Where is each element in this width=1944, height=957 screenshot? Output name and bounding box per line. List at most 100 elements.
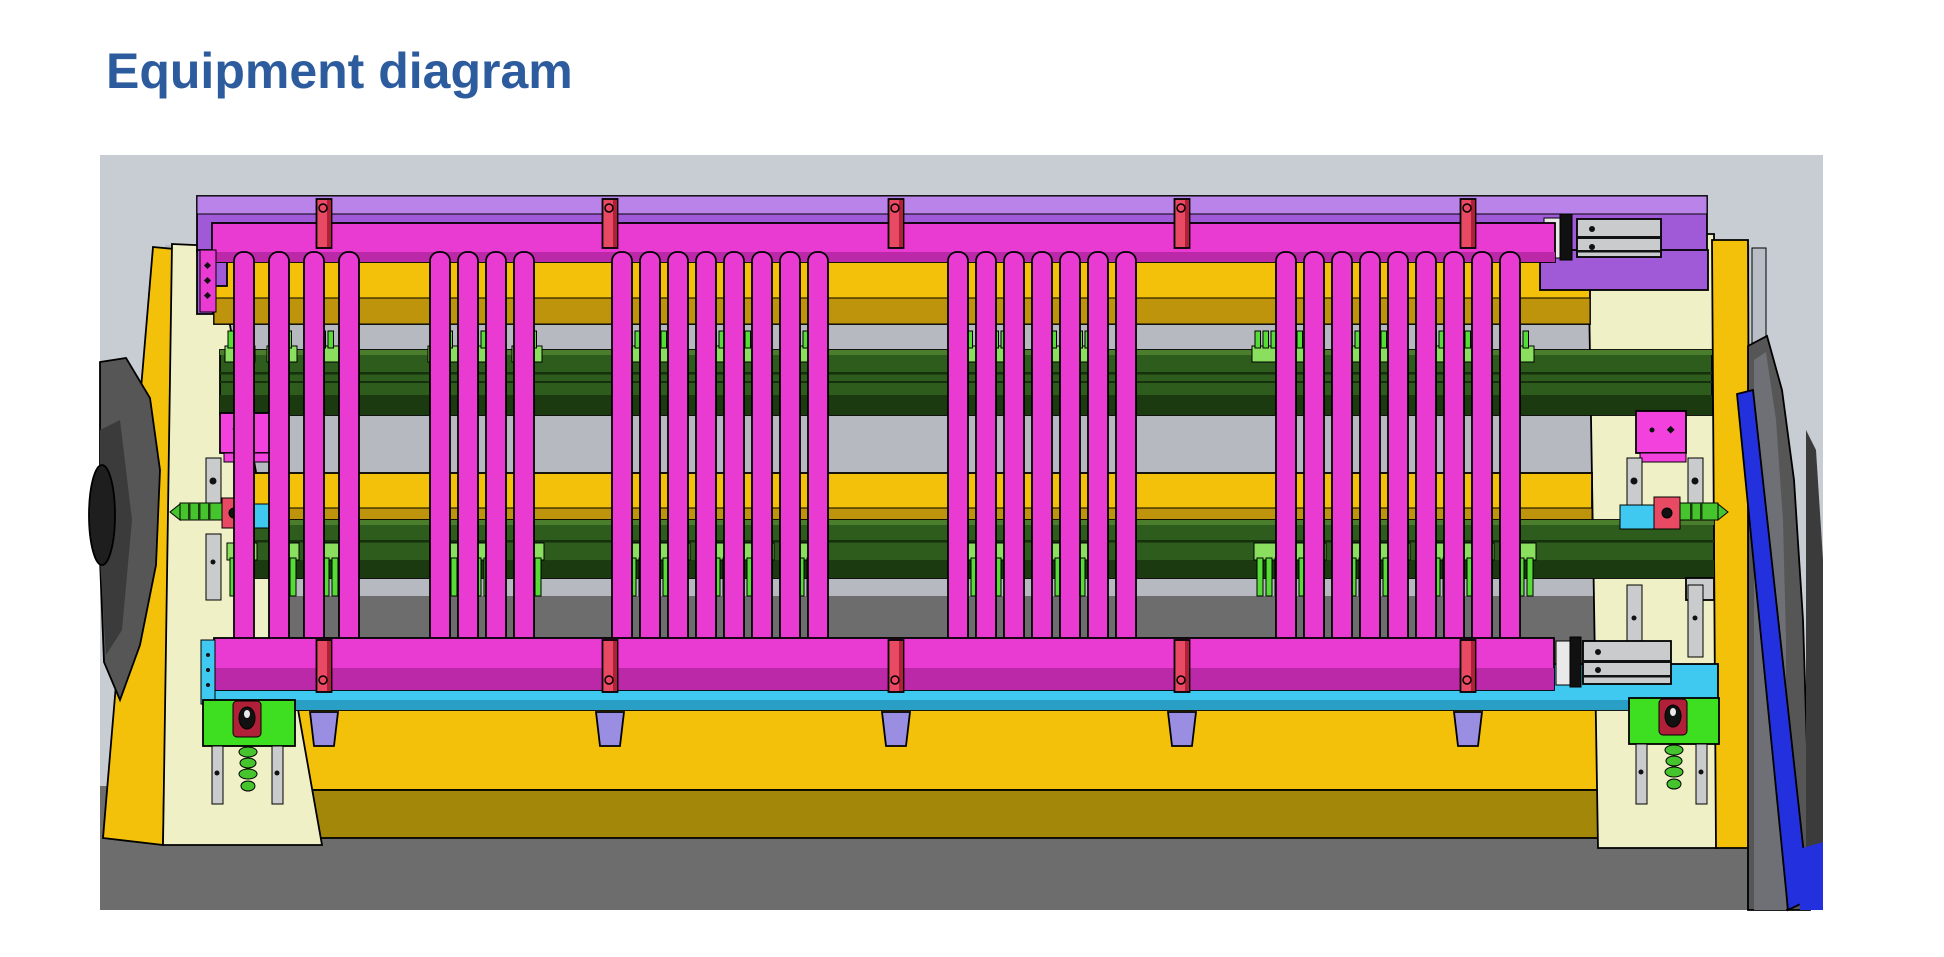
right-drive-post (1751, 247, 1767, 345)
pink-rod (457, 251, 479, 649)
left-guide-post-hole (210, 559, 216, 565)
upper-comb-tooth (227, 330, 234, 349)
top-purple-rail-top-face (196, 195, 1708, 215)
bottom-clamp-hole (604, 675, 614, 685)
top-cylinder-screw (1589, 226, 1595, 232)
pink-rod (1087, 251, 1109, 649)
right-leveler-clamp-pin (1670, 708, 1676, 716)
pink-rod (611, 251, 633, 649)
post-hole (1698, 769, 1704, 775)
bottom-pink-rail-lower-face (214, 668, 1554, 690)
top-clamp-hole (1176, 203, 1186, 213)
end-plate-hole (206, 668, 210, 672)
upper-comb-tooth (1262, 330, 1269, 349)
upper-comb-tooth (744, 330, 751, 349)
top-cylinder-screw (1589, 244, 1595, 250)
top-clamp-tab-shade (1471, 200, 1475, 247)
right-leveler-screw (1664, 766, 1684, 778)
right-cyan-pad (1619, 504, 1655, 530)
pink-rod (485, 251, 507, 649)
right-adjust-screw-tip (1717, 502, 1729, 522)
left-handwheel-hub (88, 464, 116, 566)
top-clamp-hole (318, 203, 328, 213)
screw-thread (1690, 503, 1693, 520)
bottom-clamp-tab-shade (1185, 641, 1189, 691)
right-guide-post-lower (1687, 584, 1704, 658)
pink-rod (1115, 251, 1137, 649)
pink-rod (1059, 251, 1081, 649)
right-leveler-screw (1665, 755, 1683, 767)
bottom-cyan-rail-lower-face (214, 700, 1718, 710)
screw-thread (188, 503, 191, 520)
pink-rod (667, 251, 689, 649)
lower-comb-tooth (331, 557, 339, 597)
pink-rod (1003, 251, 1025, 649)
pink-rod (268, 251, 290, 649)
end-plate-hole (203, 291, 212, 300)
blue-side-base (1796, 842, 1823, 910)
screw-thread (208, 503, 211, 520)
bottom-cylinder-end-block (1569, 636, 1582, 688)
base-beam-lower-face (131, 789, 1752, 839)
pink-rod (1499, 251, 1521, 649)
left-guide-post-hole (209, 477, 217, 485)
base-beam (132, 699, 1751, 791)
post-hole (1638, 769, 1644, 775)
left-leveler-screw (238, 746, 258, 758)
right-pink-mount-plate (1635, 410, 1687, 454)
top-clamp-tab-shade (899, 200, 903, 247)
pink-rod-array (233, 251, 1521, 649)
pink-rod (233, 251, 255, 649)
pink-rod (751, 251, 773, 649)
pink-rod (429, 251, 451, 649)
lower-comb-tooth (1256, 557, 1264, 597)
top-clamp-tab-shade (613, 200, 617, 247)
right-frame-column (1711, 239, 1751, 849)
top-cylinder-stripe (1577, 236, 1661, 239)
right-guide-post-hole (1691, 477, 1699, 485)
end-plate-hole (203, 261, 212, 270)
bottom-clamp-tab-shade (613, 641, 617, 691)
mount-foot (1166, 711, 1198, 747)
mount-feet-row (308, 711, 1484, 747)
pink-rod (1359, 251, 1381, 649)
top-clamp-hole (1462, 203, 1472, 213)
top-clamp-tab-shade (327, 200, 331, 247)
pink-rod (695, 251, 717, 649)
pink-rod (1387, 251, 1409, 649)
upper-comb-tooth (1464, 330, 1471, 349)
bottom-cylinder-stripe (1583, 675, 1671, 678)
bottom-clamp-hole (890, 675, 900, 685)
pink-rod (639, 251, 661, 649)
right-adjust-screw (1679, 502, 1719, 521)
top-clamp-hole (604, 203, 614, 213)
right-clamp-lock-eye (1661, 507, 1673, 519)
mount-foot (308, 711, 340, 747)
pink-rod (975, 251, 997, 649)
upper-crossbeam-lower-face (213, 297, 1591, 325)
pink-rod (779, 251, 801, 649)
mount-foot (880, 711, 912, 747)
lower-comb-tooth (450, 557, 458, 597)
upper-comb-tooth (1522, 330, 1529, 349)
screw-thread (1700, 503, 1703, 520)
pink-rod (1331, 251, 1353, 649)
upper-comb-tooth (327, 330, 334, 349)
right-pink-mount-plate-lip (1639, 452, 1687, 463)
bottom-clamp-hole (1462, 675, 1472, 685)
end-plate-hole (206, 653, 210, 657)
bottom-cylinder-stripe (1583, 660, 1671, 663)
right-plate-mark (1649, 427, 1655, 433)
left-leveler-screw (238, 768, 258, 780)
bottom-clamp-hole (318, 675, 328, 685)
left-leveler-screw (240, 780, 256, 792)
right-guide-post-hole (1630, 477, 1638, 485)
bottom-cylinder-screw (1595, 667, 1601, 673)
upper-comb-tooth (1296, 330, 1303, 349)
screw-thread (198, 503, 201, 520)
left-guide-post-lower (205, 533, 222, 601)
bottom-clamp-tab-shade (1471, 641, 1475, 691)
top-pink-rail-lower-face (212, 252, 1555, 262)
upper-comb-tooth (1380, 330, 1387, 349)
